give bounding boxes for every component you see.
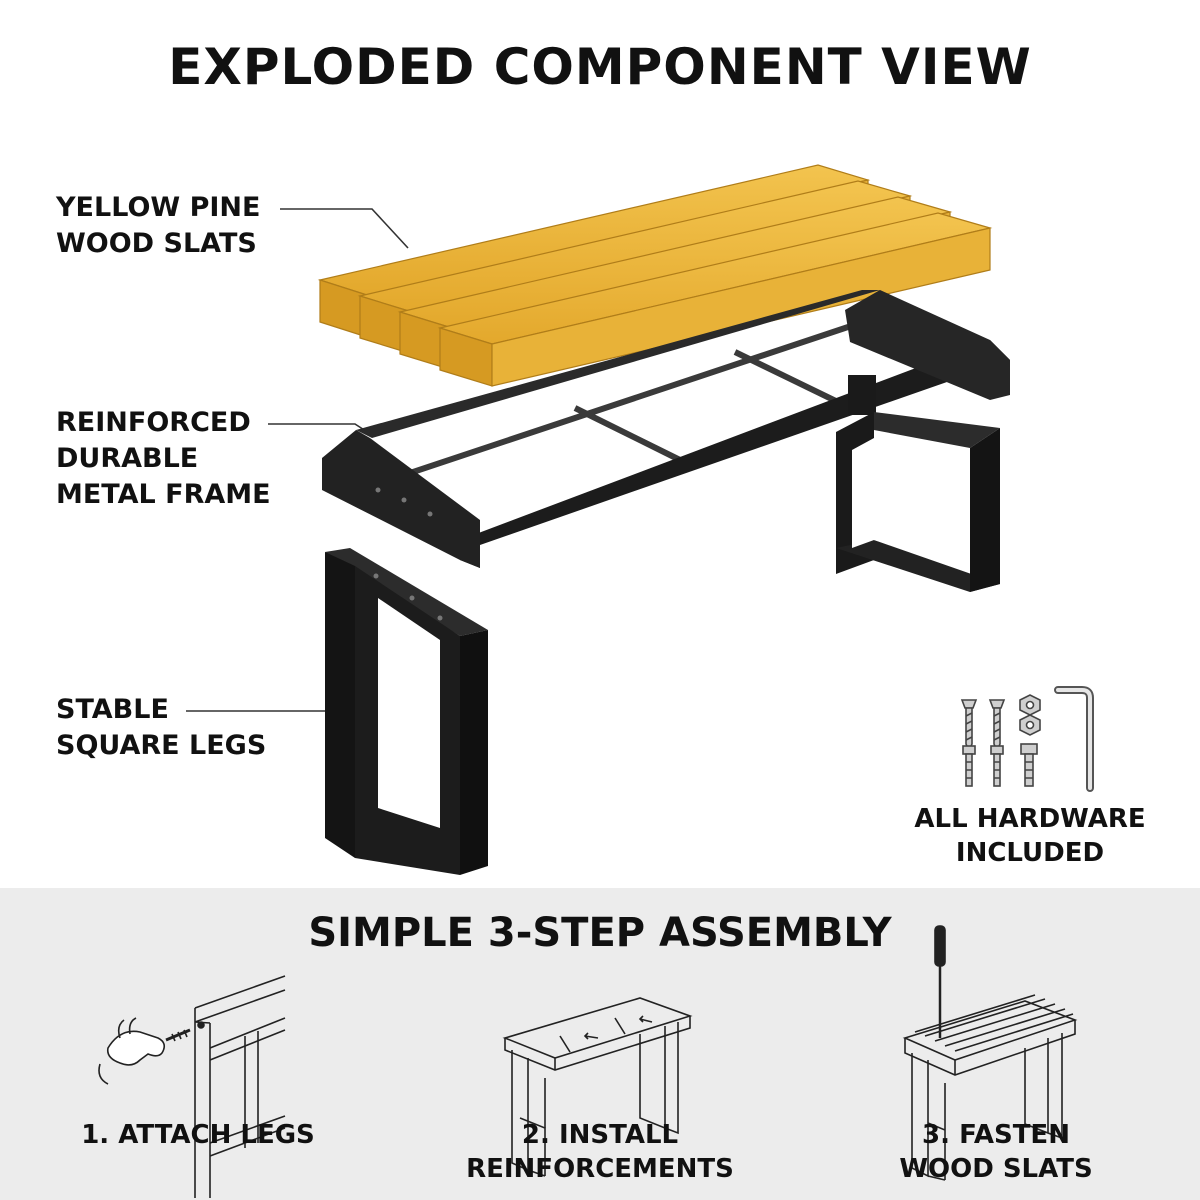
leg-right — [836, 412, 1000, 592]
nut-icon — [1019, 714, 1041, 736]
hardware-label: ALL HARDWARE INCLUDED — [880, 802, 1180, 870]
step-2-label: 2. INSTALL REINFORCEMENTS — [420, 1118, 780, 1186]
bolt-icon — [1020, 743, 1038, 787]
step-2-label-line: REINFORCEMENTS — [466, 1154, 734, 1184]
callout-slats: YELLOW PINE WOOD SLATS — [56, 190, 260, 262]
callout-slats-line: YELLOW PINE — [56, 192, 261, 223]
screwdriver-icon — [934, 925, 946, 1038]
wood-slats — [317, 164, 993, 387]
hardware-set — [960, 686, 1094, 792]
screw-icon — [988, 699, 1006, 754]
page-title: EXPLODED COMPONENT VIEW — [168, 38, 1032, 96]
nut-icon — [1019, 694, 1041, 716]
hardware-label-line: INCLUDED — [955, 838, 1105, 868]
step-3-label-line: WOOD SLATS — [899, 1154, 1093, 1184]
callout-slats-line: WOOD SLATS — [56, 228, 257, 259]
bolt-icon — [962, 745, 976, 787]
step-3-label-line: 3. FASTEN — [922, 1120, 1070, 1150]
callout-legs-line: STABLE — [56, 694, 169, 725]
callout-legs-line: SQUARE LEGS — [56, 730, 267, 761]
frame-back-rail — [356, 290, 880, 438]
frame-right-post — [848, 375, 876, 415]
assembly-step-illustrations — [98, 925, 1078, 1198]
step-3-illustration — [902, 925, 1078, 1181]
hex-key-icon — [1054, 686, 1094, 792]
callout-frame-line: METAL FRAME — [56, 479, 271, 510]
hardware-label-line: ALL HARDWARE — [914, 804, 1146, 834]
frame-rail-inner — [394, 315, 876, 481]
step-1-label-line: 1. ATTACH LEGS — [81, 1120, 315, 1150]
step-2-label-line: 2. INSTALL — [521, 1120, 679, 1150]
callout-frame-line: REINFORCED — [56, 407, 251, 438]
frame-right-end — [845, 290, 1010, 400]
callout-frame-line: DURABLE — [56, 443, 199, 474]
callout-legs: STABLE SQUARE LEGS — [56, 692, 266, 764]
screw-icon — [165, 1028, 191, 1042]
leg-left — [325, 548, 488, 875]
assembly-title: SIMPLE 3-STEP ASSEMBLY — [308, 910, 892, 956]
callout-frame: REINFORCED DURABLE METAL FRAME — [56, 405, 271, 513]
step-3-label: 3. FASTEN WOOD SLATS — [816, 1118, 1176, 1186]
bolt-icon — [990, 745, 1004, 787]
hand-icon — [98, 1017, 166, 1085]
assembly-panel: SIMPLE 3-STEP ASSEMBLY — [0, 888, 1200, 1200]
metal-frame — [322, 290, 1010, 568]
screw-icon — [960, 699, 978, 754]
step-2-illustration — [502, 997, 693, 1177]
step-1-label: 1. ATTACH LEGS — [18, 1118, 378, 1152]
leader-line-slats — [280, 208, 409, 249]
slat — [437, 212, 993, 387]
frame-left-end — [322, 430, 480, 568]
step-1-illustration — [98, 975, 286, 1198]
frame-crossbar — [573, 405, 682, 463]
